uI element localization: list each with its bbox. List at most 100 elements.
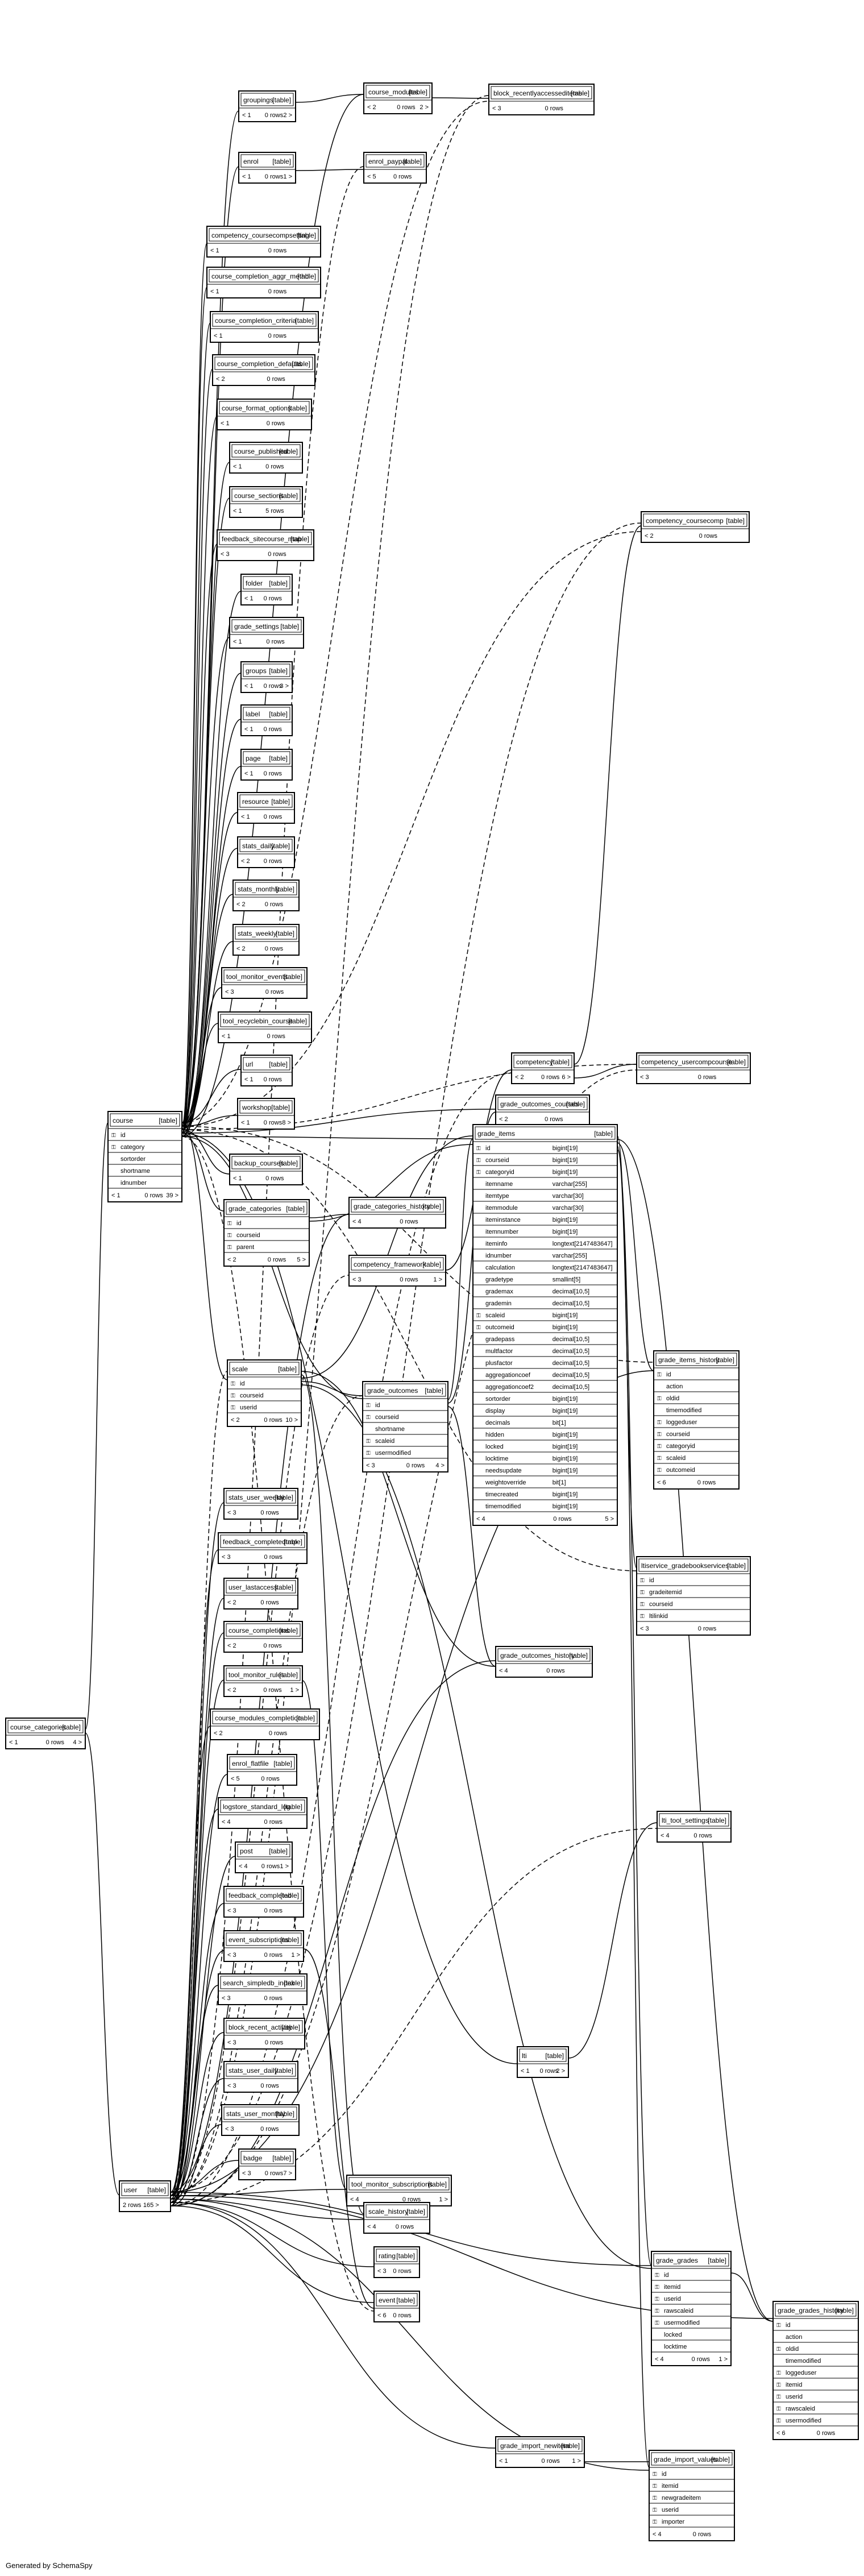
- parent-count[interactable]: < 2: [499, 1116, 508, 1123]
- parent-count[interactable]: < 1: [244, 683, 254, 690]
- child-count[interactable]: 3 >: [280, 683, 289, 690]
- column-name[interactable]: hidden: [485, 1432, 504, 1438]
- parent-count[interactable]: < 4: [367, 2224, 376, 2230]
- column-name[interactable]: id: [662, 2471, 667, 2478]
- child-count[interactable]: 5 >: [297, 1256, 306, 1263]
- column-name[interactable]: rawscaleid: [786, 2405, 815, 2412]
- parent-count[interactable]: < 4: [476, 1516, 485, 1523]
- parent-count[interactable]: < 3: [221, 551, 230, 558]
- column-name[interactable]: scaleid: [375, 1438, 394, 1445]
- column-name[interactable]: courseid: [236, 1232, 260, 1239]
- column-name[interactable]: oldid: [666, 1395, 679, 1402]
- child-count[interactable]: 2 >: [419, 104, 429, 111]
- column-name[interactable]: needsupdate: [485, 1467, 522, 1474]
- column-name[interactable]: timemodified: [485, 1503, 521, 1510]
- child-count[interactable]: 10 >: [285, 1417, 298, 1424]
- parent-count[interactable]: < 2: [515, 1074, 524, 1081]
- column-name[interactable]: importer: [662, 2519, 685, 2525]
- column-name[interactable]: timemodified: [786, 2358, 821, 2365]
- column-name[interactable]: sortorder: [121, 1156, 146, 1163]
- column-name[interactable]: itemid: [662, 2483, 678, 2490]
- column-name[interactable]: action: [786, 2334, 802, 2341]
- child-count[interactable]: 6 >: [562, 1074, 571, 1081]
- column-name[interactable]: aggregationcoef: [485, 1372, 531, 1379]
- parent-count[interactable]: < 2: [236, 901, 246, 908]
- column-name[interactable]: userid: [662, 2507, 679, 2513]
- parent-count[interactable]: < 1: [9, 1739, 18, 1746]
- column-name[interactable]: scaleid: [666, 1455, 686, 1462]
- column-name[interactable]: display: [485, 1408, 505, 1414]
- parent-count[interactable]: < 4: [350, 2196, 359, 2203]
- parent-count[interactable]: < 1: [521, 2068, 530, 2075]
- parent-count[interactable]: < 2: [227, 1642, 236, 1649]
- table-course[interactable]: course[table]⚿id⚿categorysortordershortn…: [107, 1111, 182, 1202]
- child-count[interactable]: 1 >: [280, 1863, 289, 1870]
- parent-count[interactable]: < 3: [640, 1074, 649, 1081]
- column-name[interactable]: usermodified: [375, 1450, 411, 1457]
- parent-count[interactable]: < 1: [244, 770, 254, 777]
- parent-count[interactable]: < 2: [227, 1256, 236, 1263]
- child-count[interactable]: 4 >: [435, 1462, 445, 1469]
- column-name[interactable]: newgradeitem: [662, 2495, 701, 2502]
- parent-count[interactable]: < 3: [366, 1462, 375, 1469]
- parent-count[interactable]: < 3: [227, 1952, 236, 1959]
- column-name[interactable]: iteminstance: [485, 1217, 521, 1223]
- column-name[interactable]: courseid: [666, 1431, 690, 1438]
- column-name[interactable]: loggeduser: [786, 2370, 817, 2376]
- column-name[interactable]: ltilinkid: [649, 1613, 668, 1620]
- child-count[interactable]: 1 >: [718, 2356, 728, 2363]
- column-name[interactable]: categoryid: [666, 1443, 695, 1450]
- parent-count[interactable]: < 3: [222, 1554, 231, 1561]
- child-count[interactable]: 1 >: [291, 1952, 300, 1959]
- column-name[interactable]: iteminfo: [485, 1241, 508, 1247]
- parent-count[interactable]: < 1: [242, 112, 251, 119]
- column-name[interactable]: action: [666, 1383, 683, 1390]
- column-name[interactable]: id: [375, 1402, 380, 1409]
- column-name[interactable]: scaleid: [485, 1312, 505, 1319]
- column-name[interactable]: parent: [236, 1244, 254, 1251]
- child-count[interactable]: 1 >: [439, 2196, 448, 2203]
- parent-count[interactable]: < 2: [227, 1687, 236, 1694]
- parent-count[interactable]: < 5: [367, 173, 376, 180]
- parent-count[interactable]: < 1: [222, 1033, 231, 1040]
- child-count[interactable]: 39 >: [166, 1192, 178, 1199]
- column-name[interactable]: loggeduser: [666, 1419, 697, 1426]
- column-name[interactable]: itemname: [485, 1181, 513, 1188]
- column-name[interactable]: locktime: [664, 2343, 687, 2350]
- parent-count[interactable]: < 3: [227, 1907, 236, 1914]
- parent-count[interactable]: < 2: [216, 376, 225, 383]
- table-grade-outcomes[interactable]: grade_outcomes[table]⚿id⚿courseidshortna…: [362, 1381, 448, 1472]
- table-grade-grades[interactable]: grade_grades[table]⚿id⚿itemid⚿userid⚿raw…: [651, 2251, 732, 2366]
- column-name[interactable]: id: [240, 1380, 245, 1387]
- child-count[interactable]: 7 >: [283, 2170, 292, 2177]
- table-grade-import-values[interactable]: grade_import_values[table]⚿id⚿itemid⚿new…: [649, 2450, 735, 2541]
- child-count[interactable]: 1 >: [290, 1687, 299, 1694]
- column-name[interactable]: id: [121, 1132, 126, 1139]
- parent-count[interactable]: < 3: [227, 1509, 236, 1516]
- column-name[interactable]: rawscaleid: [664, 2308, 693, 2314]
- parent-count[interactable]: < 1: [210, 247, 219, 254]
